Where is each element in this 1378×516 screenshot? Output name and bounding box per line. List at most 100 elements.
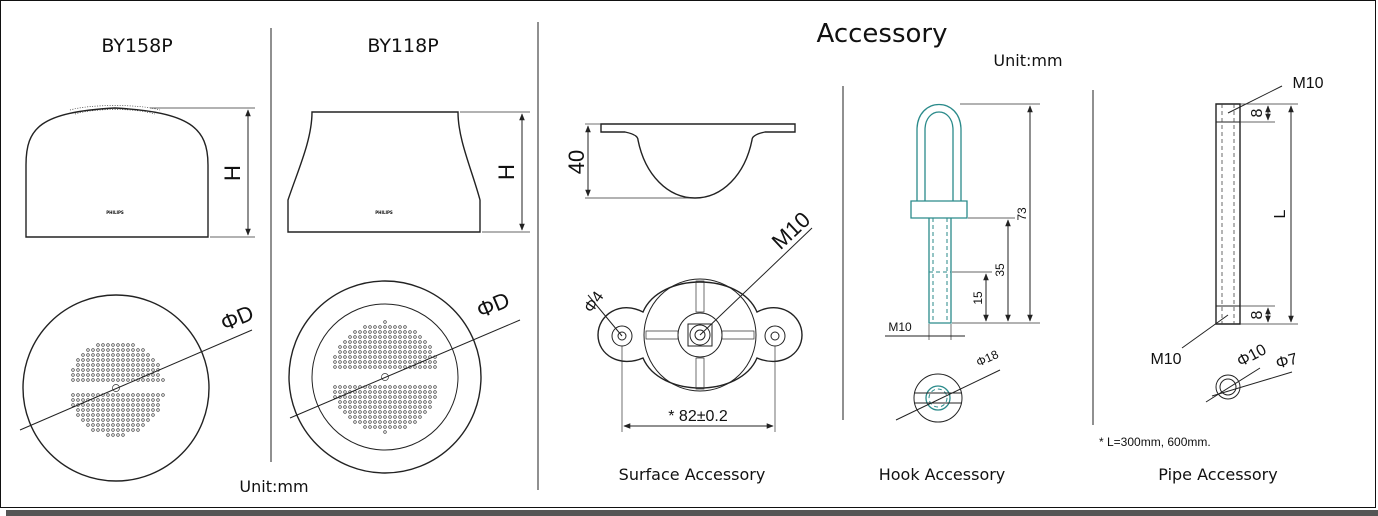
grille-hole	[373, 355, 377, 359]
grille-hole	[116, 428, 120, 432]
grille-hole	[86, 413, 90, 417]
grille-hole	[368, 425, 372, 429]
grille-hole	[151, 393, 155, 397]
grille-hole	[343, 360, 347, 364]
grille-hole	[106, 433, 110, 437]
grille-hole	[141, 373, 145, 377]
grille-hole	[141, 413, 145, 417]
grille-hole	[398, 335, 402, 339]
grille-hole	[383, 385, 387, 389]
grille-hole	[71, 393, 75, 397]
grille-hole	[368, 355, 372, 359]
grille-hole	[338, 390, 342, 394]
grille-hole	[378, 340, 382, 344]
grille-hole	[423, 400, 427, 404]
grille-hole	[81, 393, 85, 397]
grille-hole	[126, 428, 130, 432]
grille-hole	[408, 330, 412, 334]
grille-hole	[418, 405, 422, 409]
hook-mid-dim: 35	[993, 263, 1007, 277]
grille-hole	[81, 398, 85, 402]
grille-hole	[348, 350, 352, 354]
grille-hole	[393, 350, 397, 354]
grille-hole	[86, 353, 90, 357]
grille-hole	[96, 428, 100, 432]
grille-hole	[151, 368, 155, 372]
grille-hole	[398, 360, 402, 364]
grille-hole	[106, 428, 110, 432]
grille-hole	[121, 408, 125, 412]
grille-hole	[353, 335, 357, 339]
grille-hole	[398, 400, 402, 404]
grille-hole	[106, 423, 110, 427]
grille-hole	[398, 420, 402, 424]
grille-hole	[126, 413, 130, 417]
grille-hole	[116, 398, 120, 402]
grille-hole	[378, 415, 382, 419]
grille-hole	[428, 395, 432, 399]
grille-hole	[423, 345, 427, 349]
grille-hole	[393, 325, 397, 329]
grille-hole	[423, 410, 427, 414]
grille-hole	[111, 418, 115, 422]
grille-hole	[111, 393, 115, 397]
grille-hole	[418, 395, 422, 399]
grille-hole	[111, 378, 115, 382]
grille-hole	[398, 410, 402, 414]
grille-hole	[106, 343, 110, 347]
grille-hole	[141, 408, 145, 412]
grille-hole	[81, 368, 85, 372]
grille-hole	[348, 355, 352, 359]
grille-hole	[156, 373, 160, 377]
grille-hole	[353, 415, 357, 419]
grille-hole	[136, 358, 140, 362]
grille-hole	[116, 353, 120, 357]
grille-hole	[136, 413, 140, 417]
grille-hole	[383, 335, 387, 339]
grille-hole	[106, 403, 110, 407]
grille-hole	[418, 415, 422, 419]
grille-hole	[413, 410, 417, 414]
grille-hole	[358, 350, 362, 354]
grille-hole	[348, 415, 352, 419]
grille-hole	[106, 358, 110, 362]
grille-hole	[393, 425, 397, 429]
grille-hole	[428, 350, 432, 354]
grille-hole	[86, 378, 90, 382]
grille-hole	[81, 373, 85, 377]
grille-hole	[393, 365, 397, 369]
pipe-top-dim: 8	[1249, 108, 1266, 117]
grille-hole	[141, 398, 145, 402]
grille-hole	[136, 373, 140, 377]
pipe-top-thread: M10	[1292, 75, 1323, 92]
grille-hole	[393, 415, 397, 419]
grille-hole	[91, 363, 95, 367]
grille-hole	[403, 415, 407, 419]
grille-hole	[373, 340, 377, 344]
grille-hole	[358, 335, 362, 339]
grille-hole	[368, 345, 372, 349]
grille-hole	[403, 405, 407, 409]
surface-spacing-label: * 82±0.2	[668, 408, 728, 425]
grille-hole	[348, 410, 352, 414]
grille-hole	[383, 355, 387, 359]
pipe-outer-dim: Φ10	[1234, 341, 1269, 370]
grille-hole	[76, 403, 80, 407]
grille-hole	[146, 393, 150, 397]
grille-hole	[413, 335, 417, 339]
grille-hole	[116, 348, 120, 352]
grille-hole	[383, 325, 387, 329]
grille-hole	[413, 395, 417, 399]
grille-hole	[358, 365, 362, 369]
grille-hole	[393, 355, 397, 359]
grille-hole	[348, 340, 352, 344]
grille-hole	[81, 408, 85, 412]
grille-hole	[373, 400, 377, 404]
grille-hole	[146, 398, 150, 402]
grille-hole	[378, 400, 382, 404]
by118p-diameter-line	[289, 319, 521, 419]
model-title-by158p: BY158P	[101, 35, 172, 57]
grille-hole	[383, 430, 387, 434]
grille-hole	[378, 355, 382, 359]
